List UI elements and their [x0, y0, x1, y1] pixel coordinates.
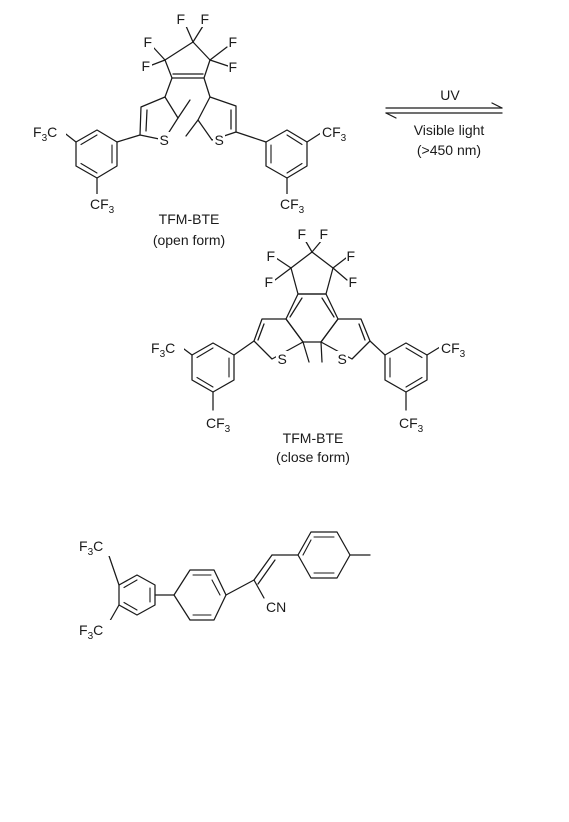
trifluoromethyl-group [320, 122, 354, 144]
fluorine-atom [264, 274, 275, 290]
cyano-group: CN [266, 599, 286, 615]
tfm-bte-open-form-label: (open form) [153, 232, 225, 248]
fluorine-atom [228, 59, 239, 75]
visible-light-label: Visible light [414, 122, 485, 138]
wavelength-condition-label: (>450 nm) [417, 142, 481, 158]
thiophene-ring [320, 318, 371, 360]
perfluorocyclopentene-ring [164, 41, 211, 79]
fluorine-atom [319, 226, 330, 242]
trifluoromethyl-group [397, 413, 431, 435]
uv-label: UV [440, 87, 460, 103]
benzene-ring [384, 342, 428, 393]
tfm-bte-open-name: TFM-BTE [159, 211, 220, 227]
benzene-ring [191, 342, 235, 393]
benzene-ring [297, 531, 351, 579]
sulfur-atom [158, 132, 170, 148]
fluorine-atom [176, 11, 187, 27]
fluorine-atom [346, 248, 357, 264]
fluorine-atom [141, 58, 152, 74]
sulfur-atom [213, 132, 225, 148]
trifluoromethyl-group [278, 194, 312, 216]
trifluoromethyl-group [76, 536, 112, 558]
benzene-ring [265, 129, 308, 179]
trifluoromethyl-group [88, 194, 122, 216]
sulfur-atom [336, 351, 348, 367]
tfm-bte-close-name: TFM-BTE [283, 430, 344, 446]
benzene-ring [173, 569, 227, 621]
cn-tfmbe-structure: CN [76, 531, 371, 642]
fluorine-atom [348, 274, 359, 290]
fluorine-atom [228, 34, 239, 50]
fluorine-atom [143, 34, 154, 50]
trifluoromethyl-group [204, 413, 238, 435]
fluorine-atom [200, 11, 211, 27]
trifluoromethyl-group [439, 338, 473, 360]
thiophene-ring [253, 318, 304, 360]
photoswitch-equilibrium-arrow [385, 102, 503, 119]
benzene-ring [75, 129, 118, 179]
tfm-bte-open-structure [30, 11, 354, 216]
fluorine-atom [266, 248, 277, 264]
sulfur-atom [276, 351, 288, 367]
tfm-bte-close-structure [148, 226, 473, 435]
thiophene-ring [139, 96, 179, 141]
cyclohexadiene-ring [285, 293, 339, 343]
perfluorocyclopentane-ring [290, 251, 334, 295]
trifluoromethyl-group [30, 122, 66, 144]
trifluoromethyl-group [148, 338, 184, 360]
trifluoromethyl-group [76, 620, 112, 642]
fluorine-atom [297, 226, 308, 242]
tfm-bte-close-form-label: (close form) [276, 449, 350, 465]
